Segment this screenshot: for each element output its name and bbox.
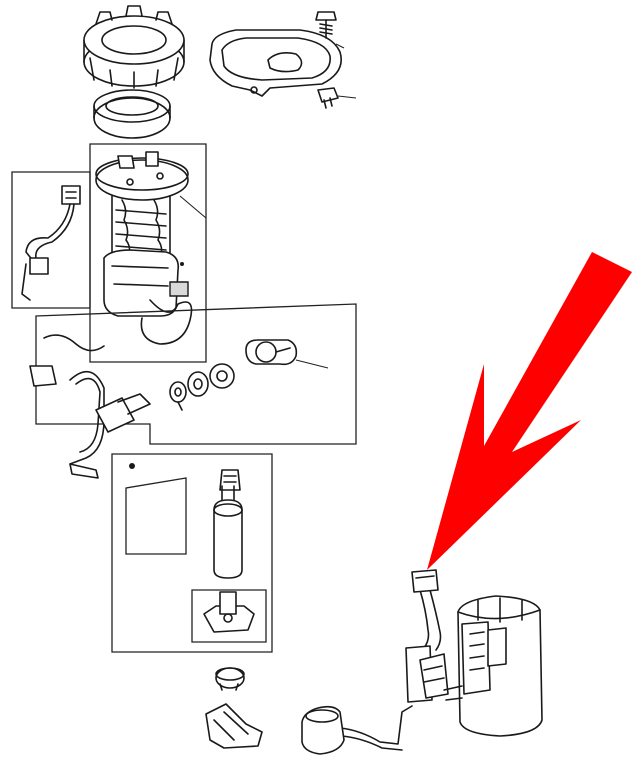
wiring-harness-icon (29, 334, 151, 479)
fuel-pump-module-connector (411, 569, 439, 593)
wiring-harness-icon (11, 171, 91, 309)
fuel-pump-module-icon (301, 569, 543, 755)
lock-ring-icon (83, 5, 185, 89)
o-ring-seal-icon (93, 89, 171, 139)
pressure-regulator-icon (35, 303, 357, 445)
red-arrow-icon (427, 252, 632, 570)
bolt-icon (317, 87, 357, 109)
washer-icon (169, 363, 235, 411)
fuel-level-sender-icon (205, 703, 263, 749)
cover-plate-gasket-icon (209, 29, 342, 97)
fuel-pump-icon (111, 453, 273, 653)
pump-mount-icon (191, 589, 267, 643)
fuel-filter-icon (215, 667, 245, 691)
screw-icon (315, 11, 345, 49)
fuel-pump-assembly-icon (89, 143, 207, 363)
